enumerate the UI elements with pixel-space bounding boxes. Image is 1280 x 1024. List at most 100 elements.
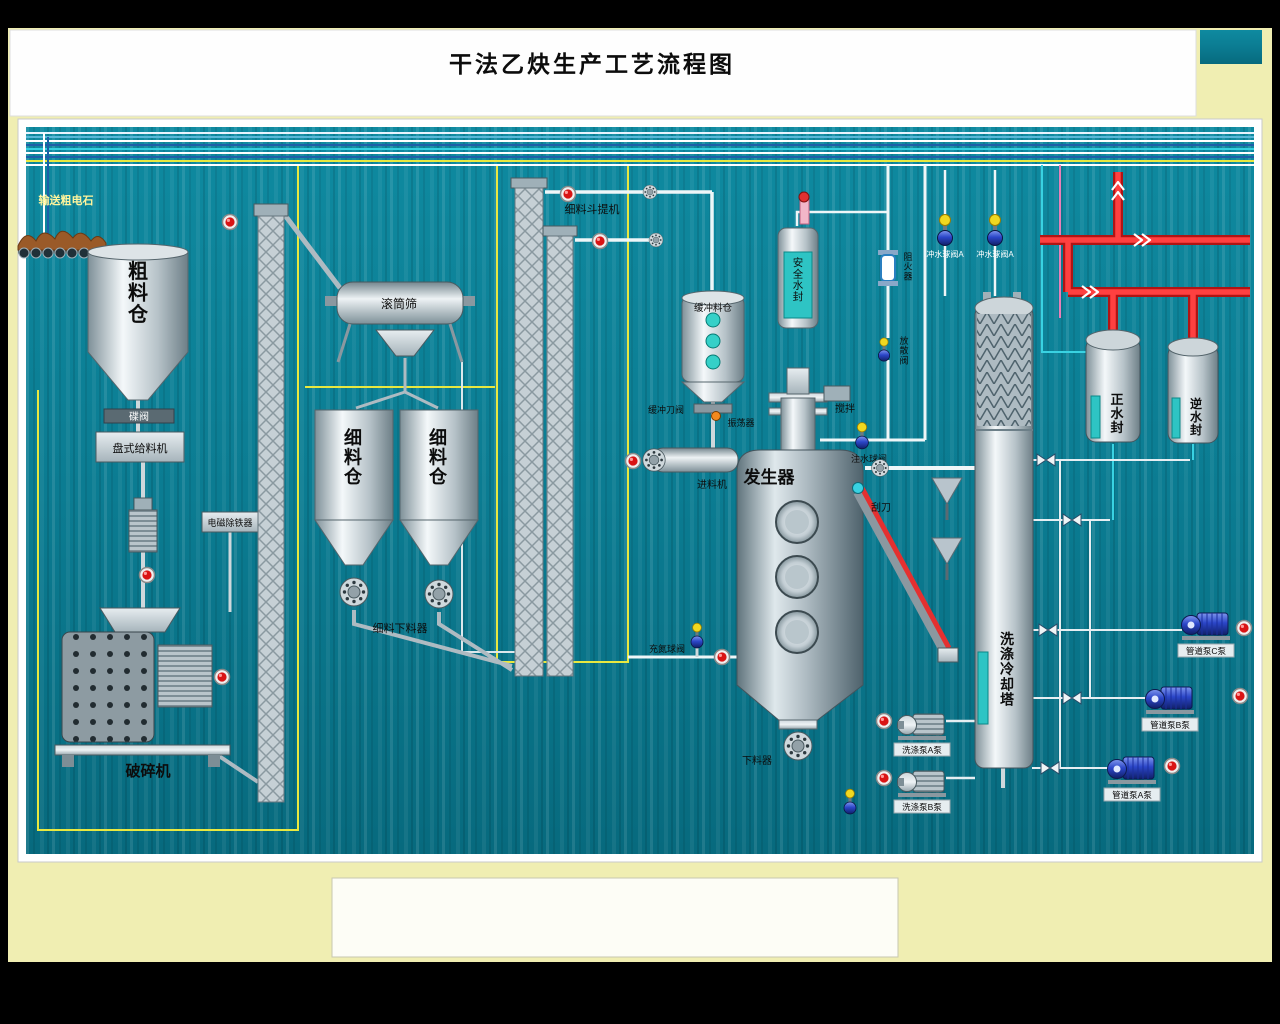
nitrogen-valve-label: 充氮球阀 [649, 643, 685, 654]
magnetic-separator[interactable]: 电磁除铁器 [201, 511, 259, 533]
pipeline-pump-c[interactable]: 管道泵C泵 [1177, 612, 1235, 658]
red-pipe-network [1040, 172, 1250, 346]
indicator-light[interactable] [624, 452, 642, 470]
scraper[interactable]: 刮刀 [852, 482, 959, 663]
crusher-label: 破碎机 [125, 762, 170, 780]
pipe-flange [871, 459, 889, 477]
feeder-label: 进料机 [697, 478, 727, 491]
bucket-elevator-3[interactable] [542, 225, 578, 677]
generator[interactable]: 发生器 搅拌 下料器 [736, 367, 864, 767]
wash-pump-b[interactable]: 洗涤泵B泵 [893, 770, 951, 814]
wash-pump-a[interactable]: 洗涤泵A泵 [893, 713, 951, 757]
nitrogen-valve[interactable]: 充氮球阀 [649, 622, 704, 654]
water-inject-valve[interactable]: 注水球阀 [851, 422, 887, 464]
carbide-material [17, 230, 107, 251]
coarse-silo[interactable]: 粗料仓 [87, 243, 189, 401]
pipeline-pump-a[interactable]: 管道泵A泵 [1103, 756, 1161, 802]
title-band [9, 29, 1197, 117]
butterfly-valve-label: 碟阀 [129, 410, 149, 423]
feeder-flange [642, 448, 666, 472]
reverse-water-seal[interactable]: 逆水封 [1167, 337, 1219, 444]
pipeline-pump-b[interactable]: 管道泵B泵 [1141, 686, 1199, 732]
drum-screen-legs [336, 323, 464, 363]
drum-screen-label: 滚筒筛 [381, 296, 417, 311]
reverse-seal-window [1171, 397, 1181, 439]
bucket-elevator-2[interactable] [510, 177, 548, 677]
drum-screen[interactable]: 滚筒筛 [325, 281, 475, 363]
tower-packing [977, 314, 1031, 426]
disc-feeder[interactable]: 盘式给料机 [95, 431, 185, 553]
drum-screen-funnel [374, 329, 436, 357]
flush-valve-a1[interactable]: 冲水球阀A [926, 214, 964, 260]
washing-tower-label: 洗涤冷却塔 [1000, 631, 1015, 707]
bucket-elevator-label: 细料斗提机 [565, 202, 620, 216]
fine-silo-1[interactable]: 细料仓 [314, 409, 394, 607]
positive-water-seal[interactable]: 正水封 [1085, 329, 1141, 443]
safety-water-seal[interactable]: 安全水封 [777, 191, 819, 329]
crusher[interactable]: 破碎机 [54, 607, 231, 780]
indicator-light[interactable] [221, 213, 239, 231]
tower-level-window [977, 651, 989, 725]
discharger-flange [783, 731, 813, 761]
fine-silo-2-label: 细料仓 [428, 427, 448, 487]
oscillator-label: 振荡器 [727, 417, 754, 428]
seal-top-cap [798, 191, 810, 203]
crusher-base [54, 744, 231, 756]
conveyor-label: 输送粗电石 [39, 193, 94, 207]
feeder-motor [128, 509, 158, 553]
positive-seal-window [1090, 395, 1101, 439]
pipeline-pump-b-label: 管道泵B泵 [1150, 720, 1190, 730]
vent-valve[interactable]: 放散阀 [878, 335, 909, 365]
seal-top-pipe [799, 199, 810, 225]
pipe-flange [642, 184, 658, 200]
scraper-label: 刮刀 [871, 501, 891, 514]
pipe-flange [648, 232, 664, 248]
indicator-light[interactable] [213, 668, 231, 686]
buffer-silo[interactable]: 缓冲料仓 [680, 290, 746, 403]
diagram-background-stripes [26, 127, 1254, 854]
indicator-light[interactable] [1163, 757, 1181, 775]
fine-silo-2-flange [424, 579, 454, 609]
flush-valve-a2[interactable]: 冲水球阀A [976, 214, 1014, 260]
pipeline-pump-c-label: 管道泵C泵 [1186, 646, 1227, 656]
flame-arrester-label: 阻火器 [903, 252, 912, 281]
carbide-conveyor[interactable]: 输送粗电石 [17, 193, 114, 259]
washing-tower[interactable]: 洗涤冷却塔 [974, 292, 1034, 769]
feeder-motor-cap [133, 497, 153, 511]
indicator-light[interactable] [559, 185, 577, 203]
fine-silo-1-label: 细料仓 [343, 427, 363, 487]
indicator-light[interactable] [138, 566, 156, 584]
fine-silo-2[interactable]: 细料仓 [399, 409, 479, 609]
agitator-label: 搅拌 [835, 402, 855, 415]
buffer-knife-valve-label: 缓冲刀阀 [648, 404, 684, 415]
indicator-light[interactable] [1231, 687, 1249, 705]
indicator-light[interactable] [591, 232, 609, 250]
vent-valve-label: 放散阀 [899, 335, 908, 365]
buffer-silo-label: 缓冲料仓 [694, 302, 733, 314]
crusher-hopper [99, 607, 181, 633]
disc-feeder-label: 盘式给料机 [113, 441, 168, 455]
positive-water-seal-label: 正水封 [1110, 392, 1124, 435]
seal-water-window [783, 251, 813, 319]
wash-pump-a-label: 洗涤泵A泵 [902, 745, 942, 755]
crusher-drum [61, 631, 155, 743]
indicator-light[interactable] [875, 769, 893, 787]
wash-pump-b-label: 洗涤泵B泵 [902, 802, 942, 812]
indicator-light[interactable] [875, 712, 893, 730]
indicator-light[interactable] [1235, 619, 1253, 637]
agitator-motor [823, 385, 851, 402]
coarse-silo-label: 粗料仓 [127, 260, 149, 326]
funnel-hoppers [931, 477, 963, 580]
magnetic-separator-label: 电磁除铁器 [207, 517, 252, 528]
oscillator[interactable]: 振荡器 [711, 411, 755, 429]
corner-block [1200, 30, 1262, 64]
water-inject-valve-label: 注水球阀 [851, 453, 887, 464]
butterfly-valve[interactable]: 碟阀 [103, 408, 175, 424]
bucket-elevator-1[interactable] [253, 203, 289, 803]
screw-feeder[interactable]: 进料机 [642, 447, 739, 491]
flame-arrester[interactable]: 阻火器 [878, 250, 913, 286]
pipeline-pump-a-label: 管道泵A泵 [1112, 790, 1152, 800]
safety-water-seal-label: 安全水封 [793, 256, 804, 303]
indicator-light[interactable] [713, 648, 731, 666]
